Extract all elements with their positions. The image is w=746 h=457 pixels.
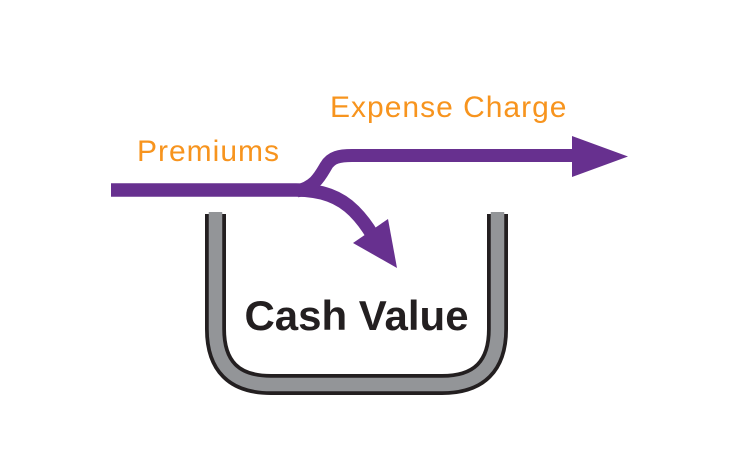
expense-charge-label: Expense Charge bbox=[330, 91, 568, 124]
premiums-label: Premiums bbox=[137, 135, 281, 168]
cash-value-label: Cash Value bbox=[244, 292, 469, 339]
cash-value-arrowhead-icon bbox=[353, 219, 397, 268]
premiums-inflow-arrow-shaft bbox=[111, 183, 379, 240]
cash-value-container-band bbox=[208, 212, 505, 392]
expense-charge-arrowhead-icon bbox=[572, 136, 628, 177]
expense-charge-arrow-shaft bbox=[295, 149, 576, 198]
